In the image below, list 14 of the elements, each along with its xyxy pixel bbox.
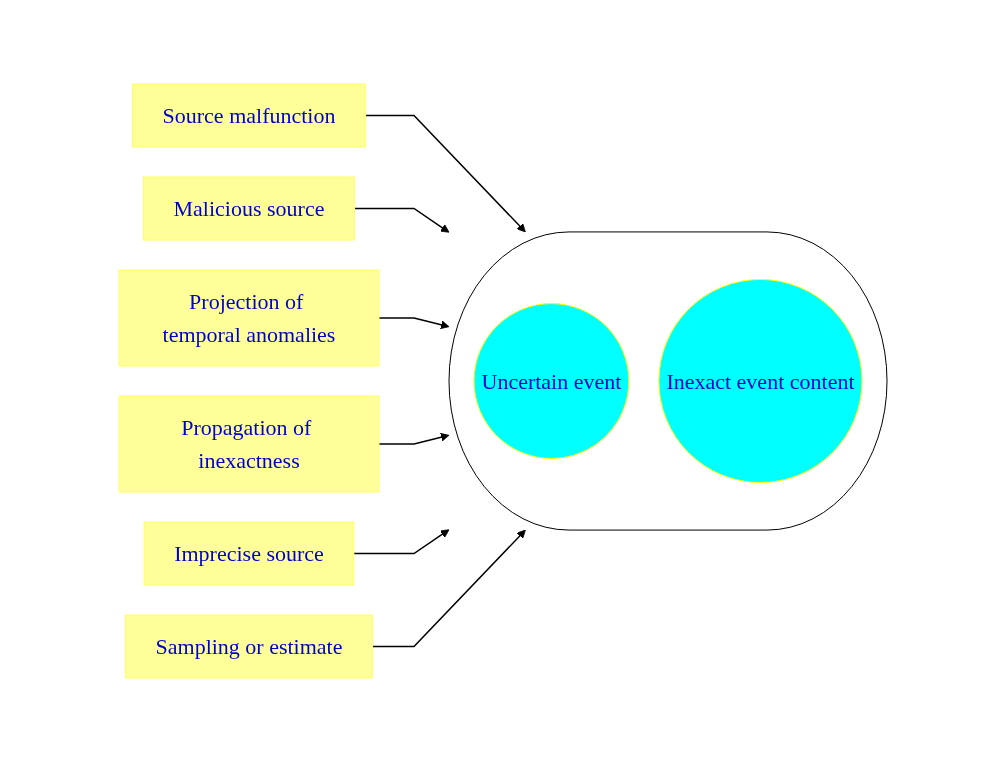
- arrow: [354, 207, 450, 233]
- node-box: Propagation of inexactness: [119, 395, 380, 492]
- arrow: [353, 528, 450, 554]
- node-box: Source malfunction: [132, 83, 367, 147]
- node-circle: Uncertain event: [474, 302, 630, 459]
- arrow: [365, 114, 527, 232]
- arrow: [378, 432, 450, 445]
- arrow: [372, 529, 527, 647]
- node-box: Malicious source: [143, 176, 356, 240]
- node-box: Projection of temporal anomalies: [119, 269, 380, 366]
- node-circle: Inexact event content: [658, 278, 863, 483]
- node-box: Imprecise source: [144, 521, 355, 585]
- arrow: [378, 316, 450, 329]
- node-box: Sampling or estimate: [125, 614, 374, 678]
